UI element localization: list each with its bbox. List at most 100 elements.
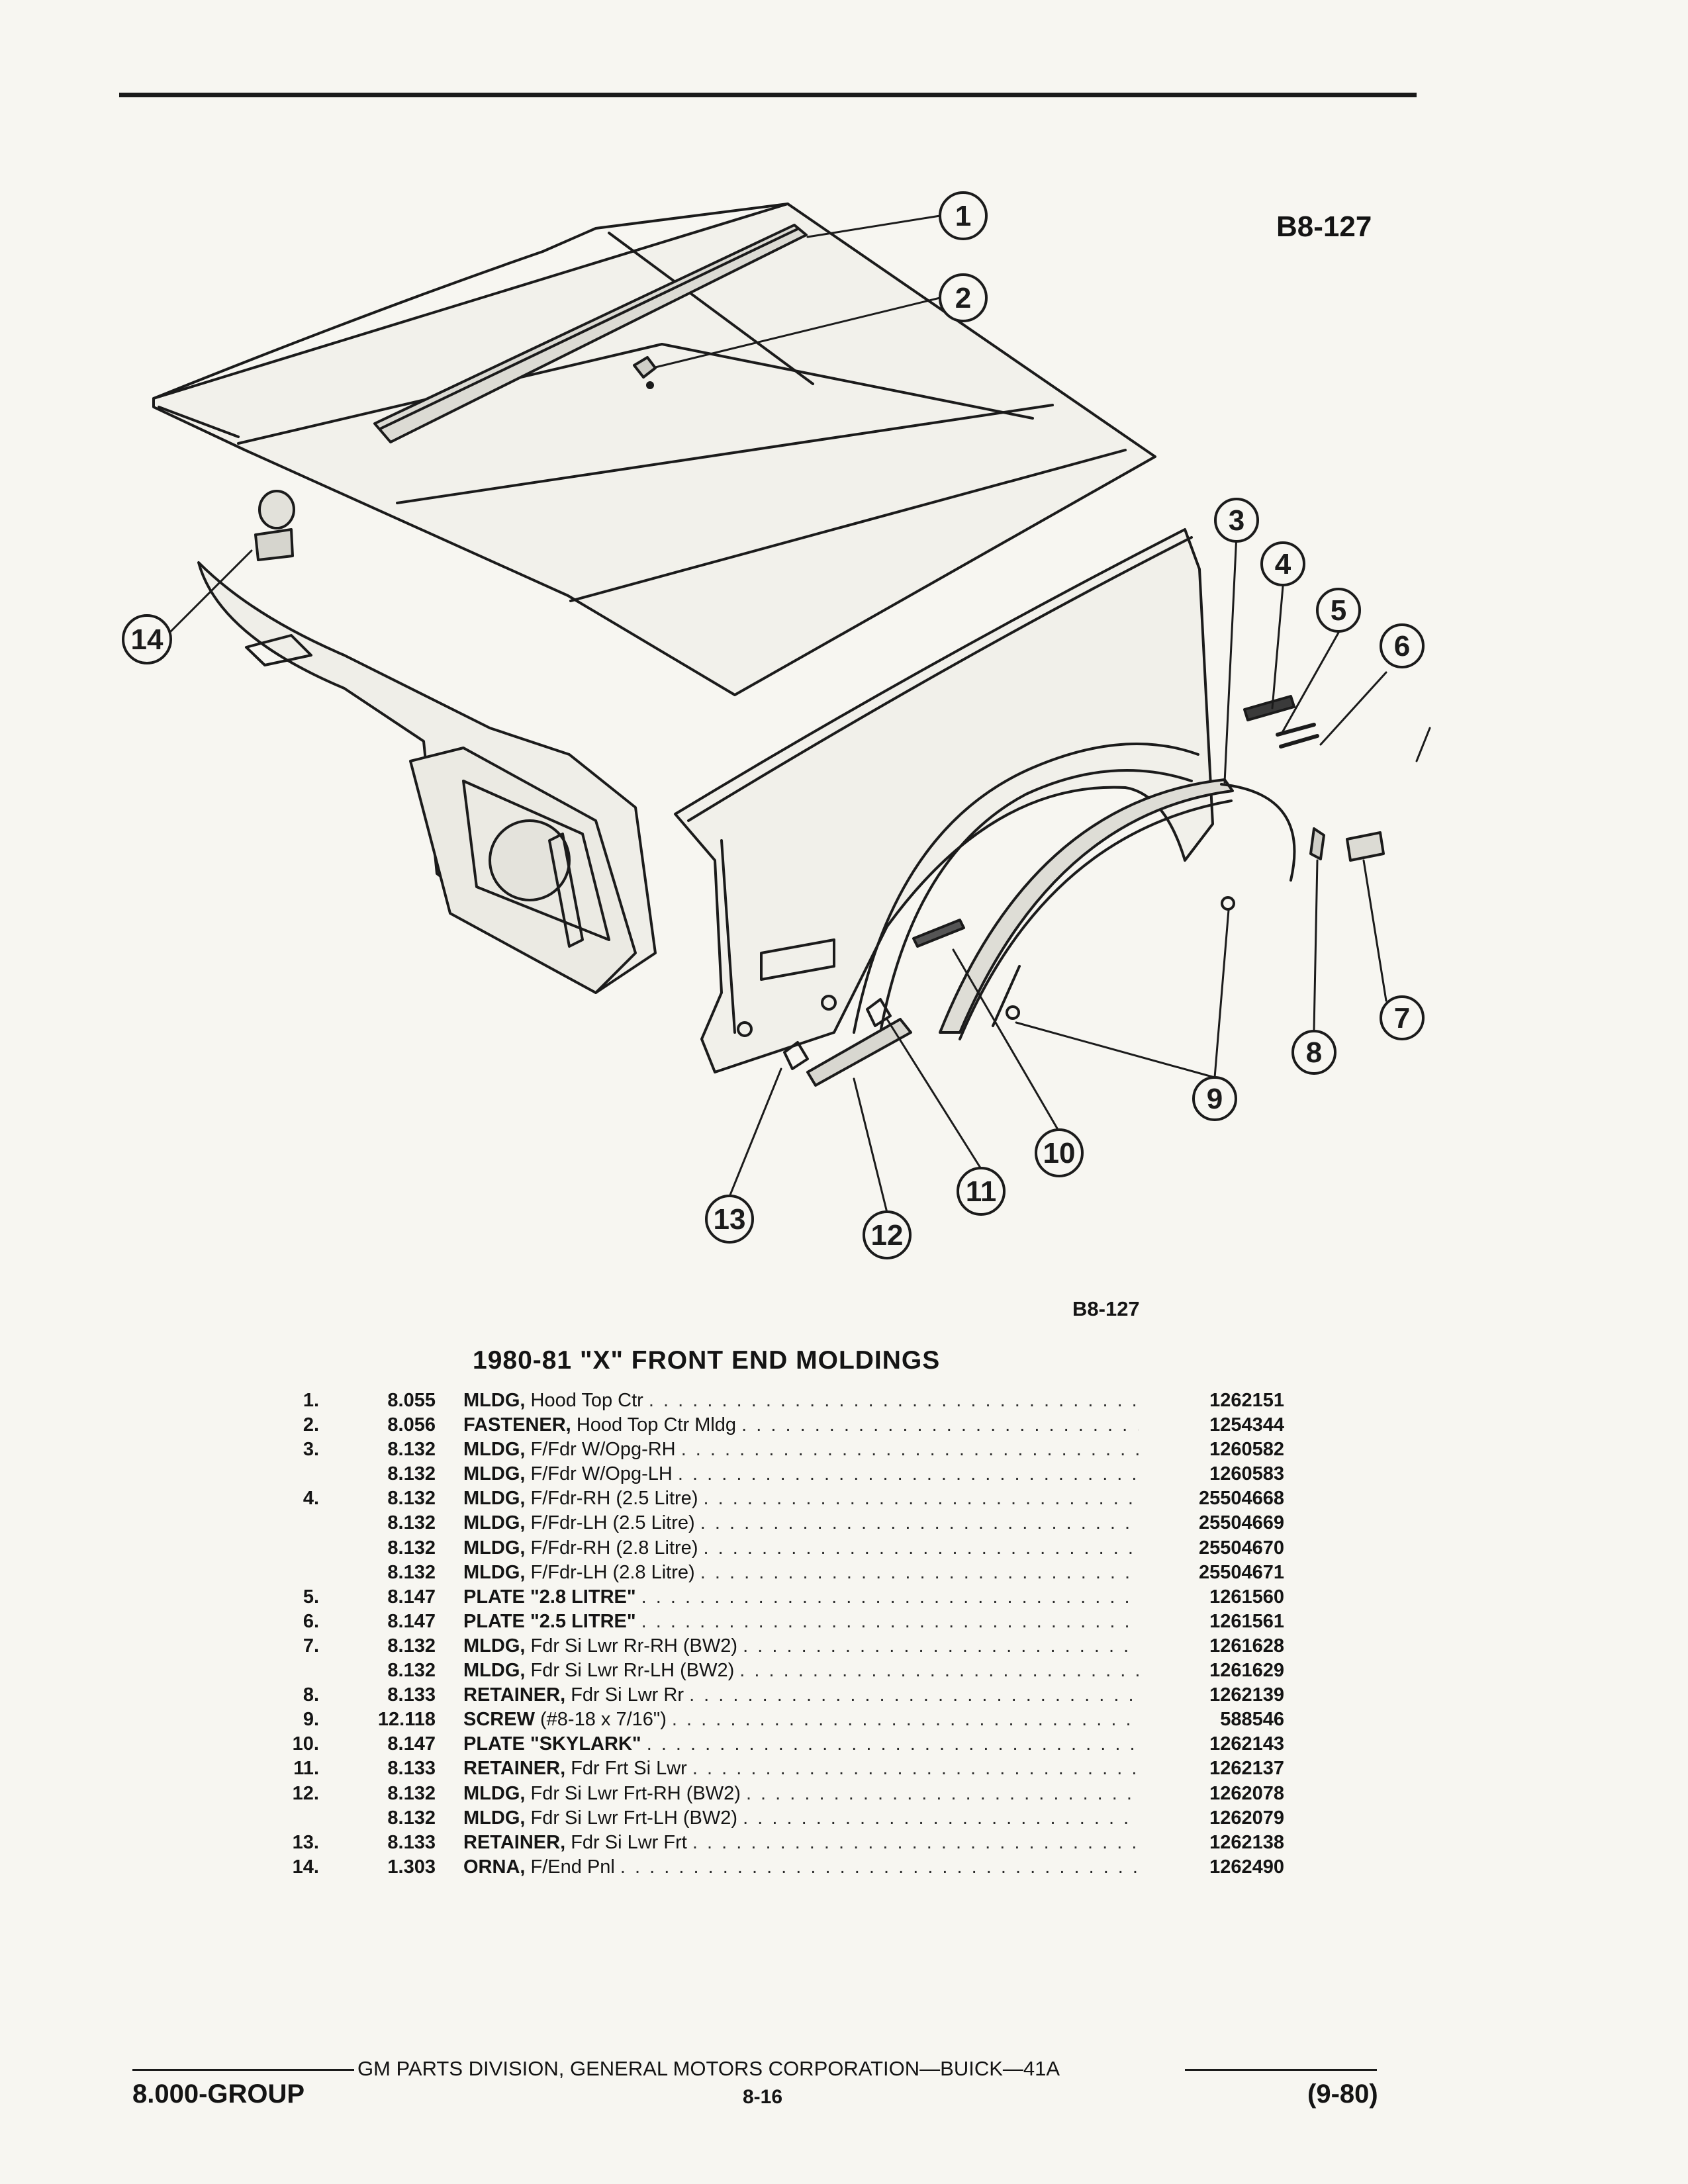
part-description: MLDG, F/Fdr-LH (2.8 Litre) . . . . . . .…: [463, 1561, 1139, 1585]
svg-text:6: 6: [1394, 630, 1410, 662]
leader-dots: . . . . . . . . . . . . . . . . . . . . …: [741, 1414, 1139, 1436]
svg-text:13: 13: [714, 1203, 746, 1236]
item-number: 9.: [303, 1709, 319, 1731]
part-name: SCREW: [463, 1709, 535, 1731]
svg-text:5: 5: [1331, 594, 1346, 627]
top-rule: [119, 93, 1417, 97]
part-detail: (#8-18 x 7/16"): [540, 1709, 667, 1731]
part-description: PLATE "SKYLARK" . . . . . . . . . . . . …: [463, 1732, 1139, 1756]
figure-code-bottom: B8-127: [1072, 1297, 1140, 1320]
leader-dots: . . . . . . . . . . . . . . . . . . . . …: [739, 1660, 1139, 1682]
svg-text:3: 3: [1229, 504, 1244, 537]
part-description: MLDG, F/Fdr-LH (2.5 Litre) . . . . . . .…: [463, 1511, 1139, 1535]
svg-text:11: 11: [966, 1175, 997, 1208]
leader-dots: . . . . . . . . . . . . . . . . . . . . …: [620, 1856, 1139, 1878]
part-number: 25504670: [1198, 1537, 1284, 1559]
leader-dots: . . . . . . . . . . . . . . . . . . . . …: [689, 1684, 1139, 1706]
part-detail: Hood Top Ctr Mldg: [576, 1414, 737, 1436]
part-name: MLDG,: [463, 1463, 526, 1485]
part-detail: F/Fdr-LH (2.5 Litre): [530, 1512, 695, 1534]
callout-5: 5: [1316, 588, 1361, 633]
part-detail: Hood Top Ctr: [530, 1390, 643, 1411]
hood-molding-part: [373, 224, 808, 443]
leader-dots: . . . . . . . . . . . . . . . . . . . . …: [648, 1390, 1139, 1411]
leader-dots: . . . . . . . . . . . . . . . . . . . . …: [641, 1586, 1139, 1608]
part-name: PLATE "2.8 LITRE": [463, 1586, 636, 1608]
callout-1: 1: [939, 191, 988, 240]
footer-page-number: 8-16: [743, 2086, 783, 2108]
part-description: PLATE "2.8 LITRE" . . . . . . . . . . . …: [463, 1585, 1139, 1610]
part-number: 1261560: [1209, 1586, 1284, 1608]
table-row: 12. 8.132 MLDG, Fdr Si Lwr Frt-RH (BW2) . …: [278, 1782, 1284, 1806]
part-name: MLDG,: [463, 1782, 526, 1804]
part-description: MLDG, F/Fdr W/Opg-RH . . . . . . . . . .…: [463, 1437, 1139, 1462]
part-detail: Fdr Si Lwr Frt: [571, 1831, 687, 1853]
callout-14: 14: [122, 614, 172, 664]
group-number: 8.132: [387, 1635, 436, 1657]
group-number: 8.132: [387, 1512, 436, 1534]
leader-dots: . . . . . . . . . . . . . . . . . . . . …: [692, 1758, 1139, 1780]
part-name: MLDG,: [463, 1807, 526, 1829]
part-description: RETAINER, Fdr Frt Si Lwr . . . . . . . .…: [463, 1756, 1139, 1781]
leader-dots: . . . . . . . . . . . . . . . . . . . . …: [743, 1807, 1139, 1829]
group-number: 8.147: [387, 1733, 436, 1755]
callout-11: 11: [957, 1167, 1006, 1216]
group-number: 1.303: [387, 1856, 436, 1878]
leader-dots: . . . . . . . . . . . . . . . . . . . . …: [745, 1782, 1139, 1804]
group-number: 8.133: [387, 1831, 436, 1853]
callout-6: 6: [1380, 623, 1425, 668]
group-number: 8.132: [387, 1660, 436, 1682]
footer-rule-left: [132, 2069, 354, 2071]
front-end-panel: [197, 561, 657, 994]
part-description: PLATE "2.5 LITRE" . . . . . . . . . . . …: [463, 1610, 1139, 1634]
part-number: 1262143: [1209, 1733, 1284, 1755]
item-number: 11.: [293, 1758, 319, 1780]
part-number: 1260583: [1209, 1463, 1284, 1485]
part-detail: F/Fdr-RH (2.8 Litre): [530, 1537, 698, 1559]
callout-4: 4: [1260, 541, 1305, 586]
part-detail: Fdr Si Lwr Frt-RH (BW2): [530, 1782, 741, 1804]
svg-text:8: 8: [1306, 1036, 1322, 1069]
part-number: 1262139: [1209, 1684, 1284, 1706]
fender-panel: [674, 528, 1214, 1073]
group-number: 8.132: [387, 1782, 436, 1804]
group-number: 8.132: [387, 1561, 436, 1583]
leader-dots: . . . . . . . . . . . . . . . . . . . . …: [641, 1610, 1139, 1632]
part-description: MLDG, F/Fdr W/Opg-LH . . . . . . . . . .…: [463, 1462, 1139, 1486]
callout-10: 10: [1035, 1128, 1084, 1177]
leader-dots: . . . . . . . . . . . . . . . . . . . . …: [703, 1488, 1139, 1510]
table-row: 8.132 MLDG, F/Fdr-LH (2.5 Litre) . . . . …: [278, 1511, 1284, 1535]
part-name: MLDG,: [463, 1390, 526, 1411]
exploded-diagram: 1 2 3 4 5 6 7 8 9 10 11 12 13 14: [122, 191, 1431, 1259]
footer-publisher: GM PARTS DIVISION, GENERAL MOTORS CORPOR…: [357, 2057, 1060, 2080]
part-description: MLDG, Fdr Si Lwr Rr-LH (BW2) . . . . . .…: [463, 1659, 1139, 1683]
leader-dots: . . . . . . . . . . . . . . . . . . . . …: [671, 1709, 1139, 1731]
group-number: 8.132: [387, 1439, 436, 1461]
svg-text:14: 14: [131, 623, 164, 656]
svg-text:2: 2: [955, 282, 971, 314]
part-number: 588546: [1220, 1709, 1284, 1731]
part-number: 25504668: [1198, 1488, 1284, 1510]
svg-text:7: 7: [1394, 1002, 1410, 1034]
part-description: RETAINER, Fdr Si Lwr Rr . . . . . . . . …: [463, 1683, 1139, 1707]
part-name: MLDG,: [463, 1660, 526, 1682]
hood-panel: [152, 203, 1156, 696]
part-name: PLATE "2.5 LITRE": [463, 1610, 636, 1632]
item-number: 5.: [303, 1586, 319, 1608]
part-description: ORNA, F/End Pnl . . . . . . . . . . . . …: [463, 1855, 1139, 1880]
part-name: MLDG,: [463, 1439, 526, 1461]
leader-dots: . . . . . . . . . . . . . . . . . . . . …: [680, 1439, 1139, 1461]
leader-dots: . . . . . . . . . . . . . . . . . . . . …: [700, 1561, 1139, 1583]
item-number: 12.: [292, 1782, 319, 1804]
part-number: 1262079: [1209, 1807, 1284, 1829]
part-detail: Fdr Frt Si Lwr: [571, 1758, 687, 1780]
group-number: 8.132: [387, 1488, 436, 1510]
callout-13: 13: [705, 1195, 754, 1244]
